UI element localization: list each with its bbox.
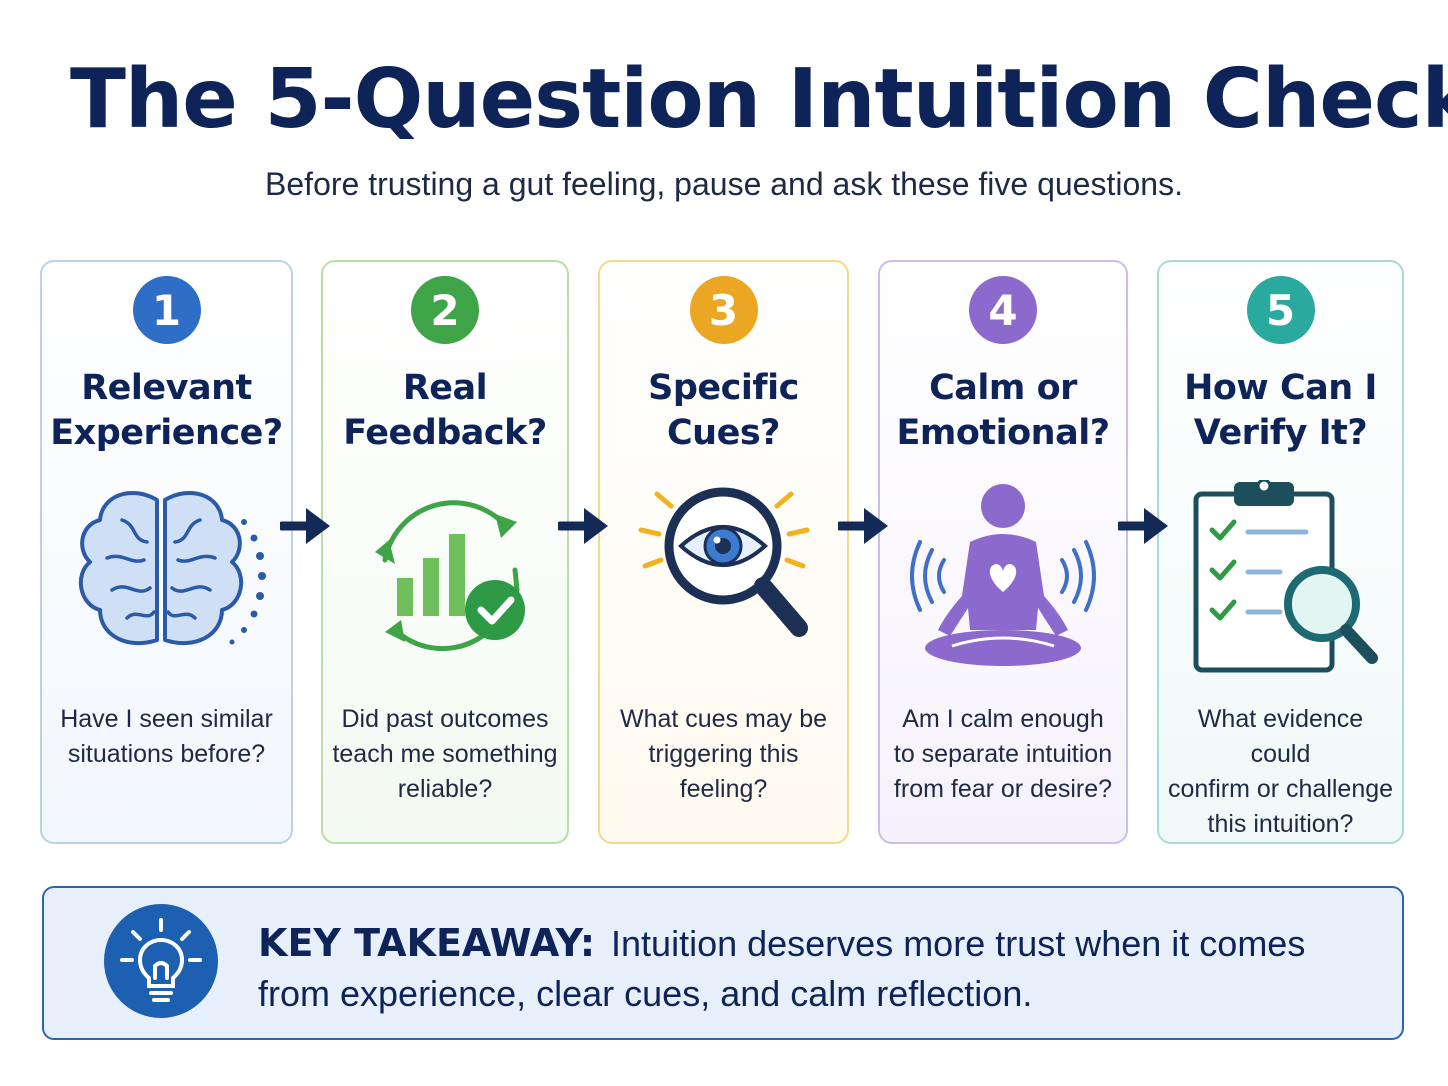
magnifier-eye-icon bbox=[638, 487, 809, 637]
page-title: The 5-Question Intuition Check bbox=[70, 52, 1448, 147]
brain-icon bbox=[78, 490, 266, 646]
clipboard-check-icon bbox=[1193, 480, 1378, 673]
step-number-badge: 5 bbox=[1246, 276, 1315, 344]
step-number-badge: 2 bbox=[411, 276, 479, 344]
step-number-badge: 3 bbox=[689, 276, 758, 344]
step-number-badge: 4 bbox=[969, 276, 1037, 344]
arrow-right-icon bbox=[280, 508, 330, 544]
step-number-badge: 1 bbox=[132, 276, 201, 344]
meditation-icon bbox=[910, 484, 1096, 666]
arrow-right-icon bbox=[558, 508, 608, 544]
key-takeaway-message: Intuition deserves more trust when it co… bbox=[258, 923, 1306, 1014]
arrow-right-icon bbox=[1118, 508, 1168, 544]
page-subtitle: Before trusting a gut feeling, pause and… bbox=[265, 166, 1183, 202]
feedback-cycle-icon bbox=[375, 500, 525, 652]
key-takeaway-box: KEY TAKEAWAY:Intuition deserves more tru… bbox=[42, 886, 1404, 1040]
key-takeaway-label: KEY TAKEAWAY: bbox=[258, 921, 596, 965]
lightbulb-icon bbox=[104, 904, 218, 1018]
arrow-right-icon bbox=[838, 508, 888, 544]
key-takeaway-text: KEY TAKEAWAY:Intuition deserves more tru… bbox=[258, 918, 1378, 1019]
